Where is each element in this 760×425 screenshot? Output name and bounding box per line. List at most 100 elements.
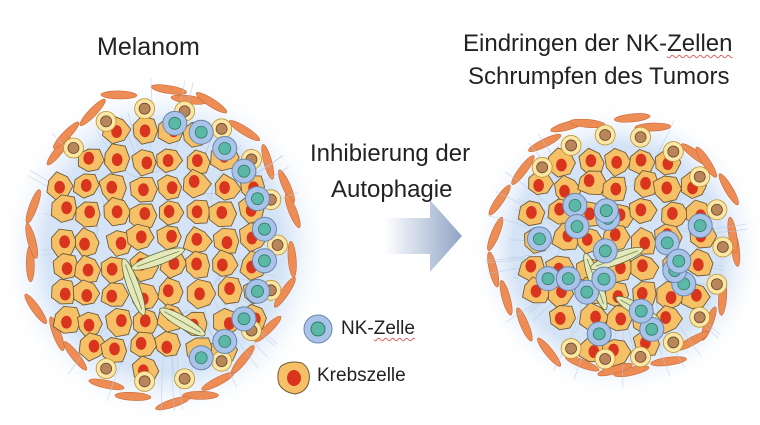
cancer-cell-icon <box>577 170 608 196</box>
cancer-cell-icon <box>602 176 627 202</box>
spindle-cell-icon <box>159 307 206 337</box>
immune-cell-icon <box>662 332 684 353</box>
cancer-cell-icon <box>212 249 239 277</box>
fibroblast-icon <box>195 92 228 114</box>
legend-nk-prefix: NK- <box>341 318 374 339</box>
cancer-cell-icon <box>103 196 132 227</box>
cancer-cell-icon <box>212 227 240 254</box>
immune-cell-icon <box>560 338 582 359</box>
nk-cell-icon <box>535 266 561 292</box>
fibroblast-icon <box>79 98 106 127</box>
fibroblast-icon <box>284 193 301 229</box>
nk-cell-icon <box>244 278 270 304</box>
cancer-cell-icon <box>217 276 243 305</box>
fibroblast-icon <box>278 169 295 204</box>
immune-cell-icon <box>560 135 582 156</box>
fibroblast-icon <box>499 280 513 316</box>
cancer-cell-icon <box>157 277 184 308</box>
immune-cell-icon <box>689 306 711 328</box>
immune-cell-icon <box>630 126 651 148</box>
nk-cell-icon <box>564 213 590 239</box>
immune-cell-icon <box>594 124 616 146</box>
cancer-cell-icon <box>208 201 238 228</box>
fibroblast-icon <box>254 315 282 343</box>
cancer-cell-icon <box>72 173 100 199</box>
title-nk-suffix: Zellen <box>667 30 733 57</box>
fiber-line <box>212 276 273 369</box>
nk-cell-icon <box>212 136 238 162</box>
immune-cell-icon <box>134 370 156 392</box>
cancer-cell-icon <box>186 199 211 225</box>
cancer-cell-icon <box>75 201 101 228</box>
nk-cell-icon <box>592 238 618 264</box>
cancer-cell-icon <box>104 143 131 174</box>
fibroblast-icon <box>511 155 535 185</box>
spindle-cell-icon <box>131 247 185 271</box>
fibroblast-icon <box>63 341 88 371</box>
nk-cell-icon <box>562 192 588 218</box>
cancer-cell-icon <box>578 147 605 176</box>
cancer-cell-icon <box>548 305 576 331</box>
nk-cell-icon <box>251 248 277 274</box>
nk-cell-icon <box>555 266 581 292</box>
fibroblast-icon <box>650 356 687 367</box>
nk-cell-icon <box>654 230 680 256</box>
fibroblast-icon <box>201 372 235 391</box>
cancer-cell-icon <box>132 115 159 145</box>
fibroblast-icon <box>487 251 500 288</box>
fibroblast-icon <box>261 144 275 180</box>
cancer-cell-icon <box>652 175 683 204</box>
nk-cell-icon <box>212 328 238 354</box>
cancer-cell-icon <box>100 282 130 307</box>
immune-cell-icon <box>63 137 84 159</box>
immune-cell-icon <box>706 199 728 221</box>
fibroblast-icon <box>228 120 261 142</box>
legend-nk-icon <box>303 314 333 344</box>
cancer-cell-icon <box>186 278 217 310</box>
arrow-label-line1: Inhibierung der <box>310 140 471 167</box>
cancer-cell-icon <box>51 228 78 259</box>
cancer-cell-icon <box>130 331 158 358</box>
immune-cell-icon <box>706 273 728 295</box>
nk-cell-icon <box>628 298 654 324</box>
cancer-cell-icon <box>51 278 76 305</box>
fibroblast-icon <box>24 293 47 324</box>
fibroblast-icon <box>614 113 651 123</box>
cancer-cell-icon <box>517 200 546 227</box>
fibroblast-icon <box>516 307 533 342</box>
spindle-cell-icon <box>121 258 146 316</box>
nk-cell-icon <box>244 186 270 212</box>
nk-cell-icon <box>593 198 619 224</box>
immune-cell-icon <box>95 110 117 132</box>
cancer-cell-icon <box>78 148 105 172</box>
cancer-cell-icon <box>156 225 182 251</box>
fibroblast-icon <box>273 276 296 308</box>
cancer-cell-icon <box>105 307 133 338</box>
immune-cell-icon <box>662 141 684 162</box>
cancer-cell-icon <box>105 230 134 257</box>
cancer-cell-icon <box>72 279 101 306</box>
cancer-cell-icon <box>633 170 660 199</box>
cancer-cell-icon <box>125 223 155 251</box>
title-nk-prefix: Eindringen der NK- <box>463 30 668 57</box>
immune-cell-icon <box>267 234 288 256</box>
tumor-shrunken <box>517 124 734 370</box>
nk-cell-icon <box>591 266 617 292</box>
cancer-cell-icon <box>661 201 690 231</box>
nk-cell-icon <box>231 306 257 332</box>
nk-cell-icon <box>188 119 214 145</box>
title-tumor-shrink: Schrumpfen des Tumors <box>468 63 730 90</box>
nk-cell-icon <box>687 213 713 239</box>
tumor-melanoma <box>46 98 288 392</box>
immune-cell-icon <box>630 346 651 368</box>
cancer-cell-icon <box>128 203 158 231</box>
title-nk-infiltration: Eindringen der NK-Zellen <box>463 30 732 58</box>
fibroblast-icon <box>53 121 80 149</box>
fibroblast-icon <box>537 337 562 367</box>
nk-cell-icon <box>251 216 277 242</box>
cancer-cell-icon <box>74 227 100 258</box>
cancer-cell-icon <box>154 331 181 357</box>
nk-cell-icon <box>666 248 692 274</box>
title-melanoma: Melanom <box>97 33 200 61</box>
